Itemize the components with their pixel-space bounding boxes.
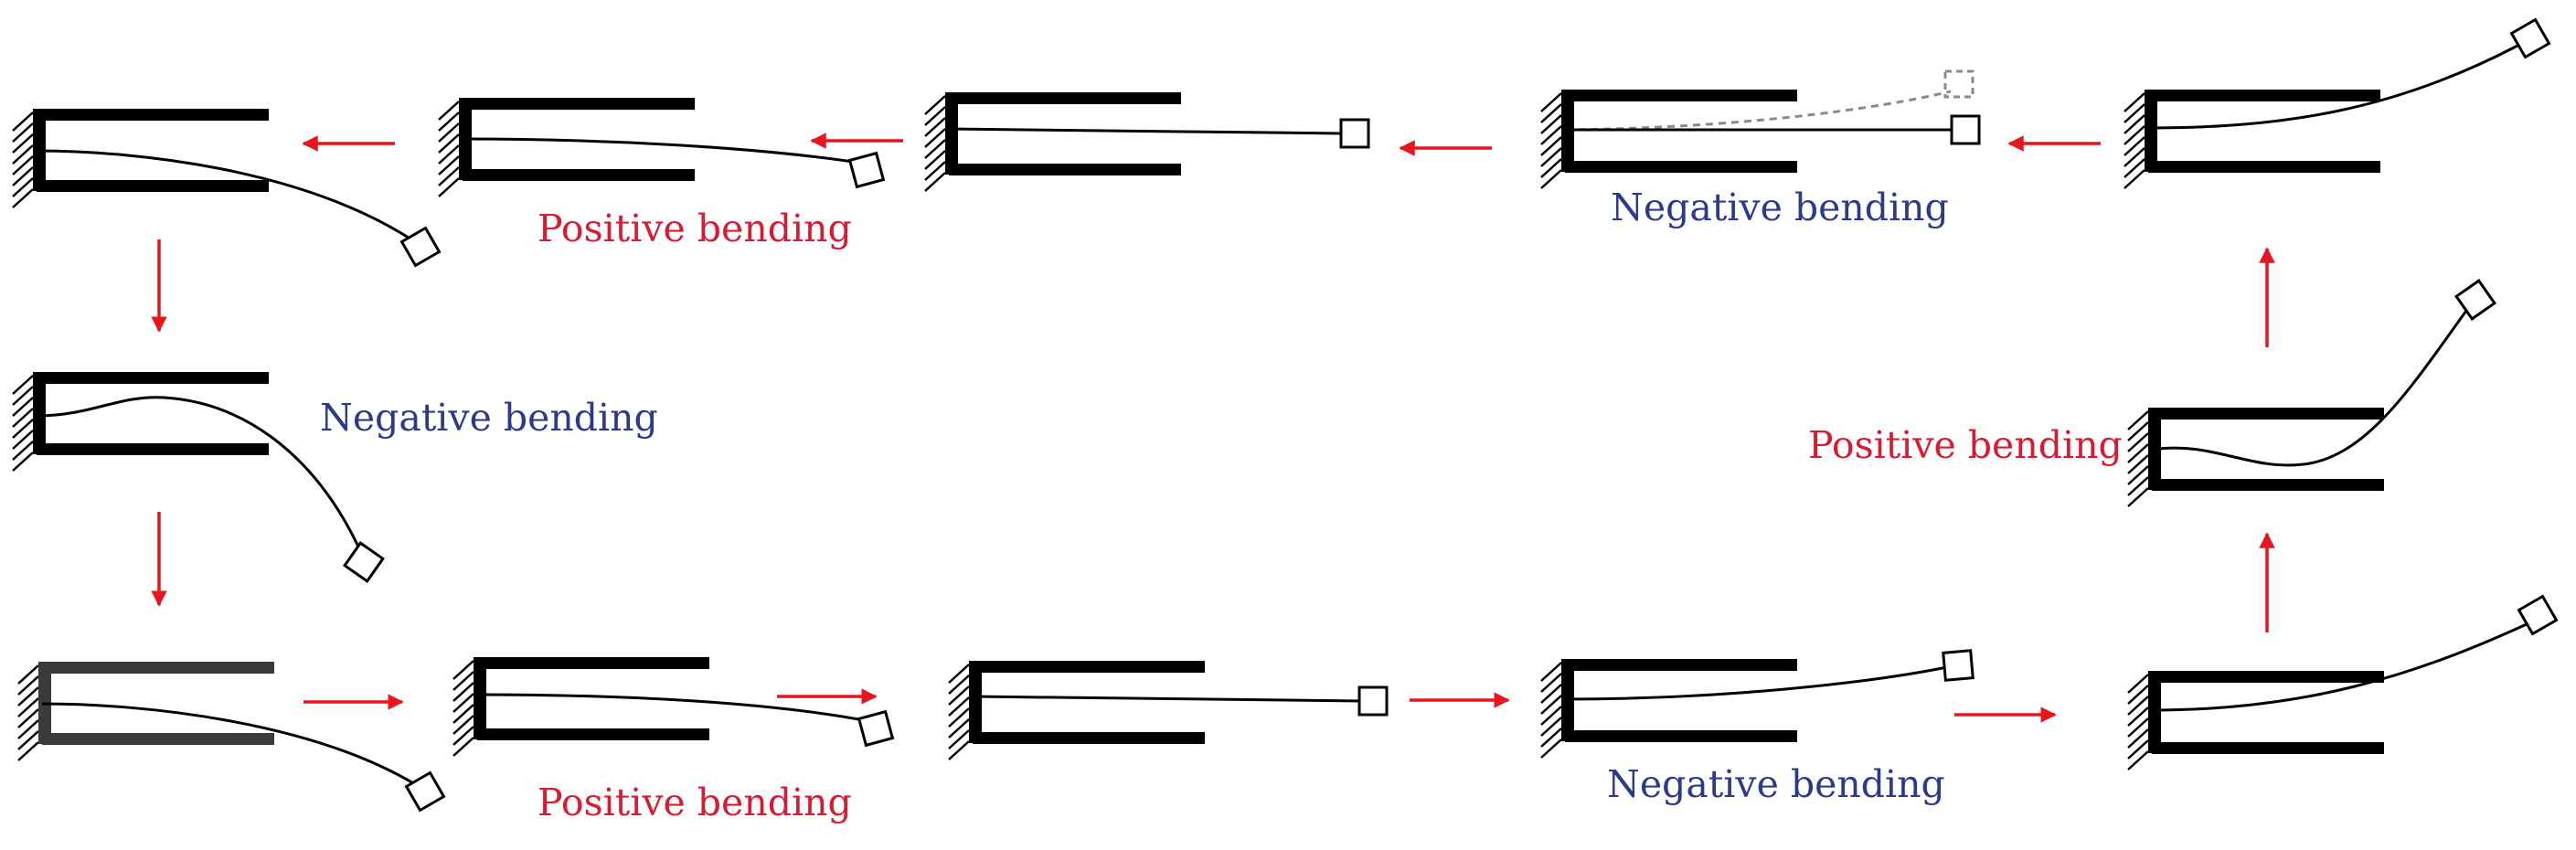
fixed-support-hatch [2127,674,2149,770]
fixed-support-hatch [948,664,970,760]
clamp-back [474,657,486,739]
clamp-top-arm [2152,671,2384,683]
clamp-bottom-arm [973,732,1205,744]
end-mass [1339,118,1370,149]
label-positive-bending-bottom: Positive bending [538,781,852,824]
transition-arrows [151,133,2275,723]
fixed-support-hatch [924,95,946,192]
cantilever-unit-s11 [17,662,446,813]
cantilever-unit-s5 [2124,17,2551,189]
clamp-bottom-arm [37,180,269,192]
clamp-back [945,92,958,175]
cantilever-unit-s4 [1540,69,1981,189]
clamp-bottom-arm [1565,730,1797,742]
cantilever-unit-s9 [948,661,1389,760]
fixed-support-hatch [12,112,34,208]
fixed-support-hatch [452,660,474,757]
cantilever-unit-s8 [1540,649,1975,759]
flexible-beam [462,137,860,165]
clamp-top-arm [463,98,695,110]
flexible-beam [41,702,416,786]
fixed-support-hatch [1540,662,1562,759]
clamp-top-arm [949,92,1181,104]
clamp-bottom-arm [37,443,269,455]
flexible-beam [36,149,412,241]
clamp-top-arm [1565,90,1797,101]
clamp-back [2148,671,2161,753]
end-mass [1357,685,1389,717]
label-negative-bending-bottom: Negative bending [1607,762,1945,806]
clamp-top-arm [37,109,269,121]
clamp-top-arm [42,662,274,674]
label-negative-bending-left: Negative bending [320,396,658,440]
clamp-bottom-arm [949,164,1181,175]
clamp-top-arm [37,372,269,384]
label-positive-bending-right: Positive bending [1808,423,2123,467]
end-mass [1950,114,1981,145]
flexible-beam [1564,665,1948,701]
clamp-bottom-arm [42,733,274,745]
clamp-top-arm [2152,408,2384,420]
ghost-mass [1943,69,1975,99]
fixed-support-hatch [12,375,34,472]
fixed-support-hatch [1540,92,1562,189]
flexible-beam [948,127,1343,135]
cantilever-unit-s3 [924,92,1370,192]
end-mass [2509,17,2551,59]
ghost-beam [1564,90,1952,132]
flexible-beam [2151,310,2468,467]
flexible-beam [36,396,360,547]
fixed-support-hatch [438,101,460,197]
clamp-bottom-arm [2152,742,2384,754]
cantilever-unit-s2 [438,98,886,197]
end-mass [847,151,886,189]
fixed-support-hatch [17,664,39,761]
cantilever-unit-s12 [12,372,385,583]
end-mass [2517,594,2559,636]
cantilever-unit-s10 [452,657,895,757]
fixed-support-hatch [2124,92,2145,189]
end-mass [2454,279,2496,321]
flexible-beam [972,695,1363,703]
clamp-back [33,372,46,454]
clamp-bottom-arm [2148,161,2380,173]
end-mass [404,770,446,813]
end-mass [1942,649,1975,682]
flexible-beam [476,693,869,723]
clamp-top-arm [1565,659,1797,671]
flexible-beam [2147,44,2518,130]
end-mass [857,709,895,748]
cantilever-units [12,17,2559,813]
clamp-back [969,661,982,743]
end-mass [343,541,385,583]
flexible-beam [2151,622,2529,712]
clamp-top-arm [973,661,1205,673]
label-negative-bending-top: Negative bending [1611,186,1949,229]
end-mass [399,226,442,268]
clamp-back [2145,90,2157,172]
clamp-top-arm [477,657,709,669]
cantilever-unit-s6 [2127,279,2496,507]
clamp-top-arm [2148,90,2380,101]
clamp-bottom-arm [2152,479,2384,491]
clamp-bottom-arm [463,169,695,181]
clamp-bottom-arm [477,728,709,740]
cantilever-unit-s1 [12,109,442,268]
label-positive-bending-top: Positive bending [538,207,852,250]
cantilever-unit-s7 [2127,594,2559,770]
fixed-support-hatch [2127,410,2149,507]
clamp-bottom-arm [1565,161,1797,173]
